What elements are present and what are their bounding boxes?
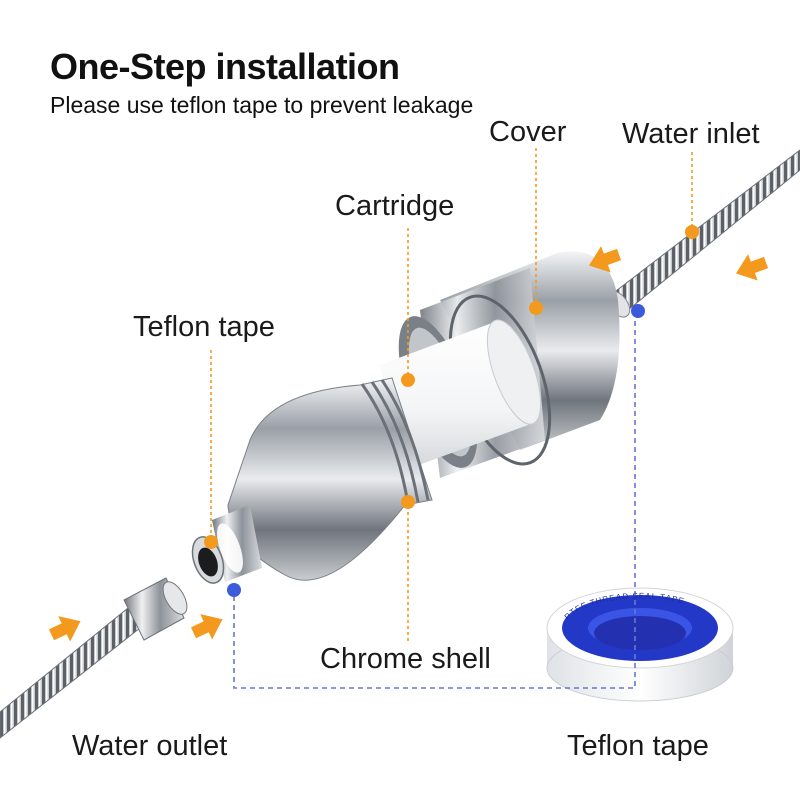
label-chrome-shell: Chrome shell — [320, 643, 491, 675]
tape-connector-line — [233, 312, 636, 689]
label-cover: Cover — [489, 116, 567, 148]
label-water-outlet: Water outlet — [72, 730, 228, 762]
leader-lines — [210, 148, 693, 642]
teflon-tape-roll — [546, 587, 734, 702]
arrow-left-icon — [735, 254, 769, 281]
page-subtitle: Please use teflon tape to prevent leakag… — [50, 92, 474, 118]
water-inlet-hose — [605, 149, 800, 318]
label-teflon-tape-bottom: Teflon tape — [567, 730, 709, 762]
cartridge-body — [380, 319, 542, 470]
arrow-right-icon — [48, 616, 81, 642]
label-cartridge: Cartridge — [335, 190, 455, 222]
label-water-inlet: Water inlet — [622, 118, 760, 150]
arrow-right-icon — [190, 614, 223, 640]
label-teflon-tape-top: Teflon tape — [133, 311, 275, 343]
markers — [204, 225, 699, 597]
water-outlet-hose — [0, 577, 188, 739]
arrow-left-icon — [588, 246, 622, 273]
page-title: One-Step installation — [50, 46, 400, 87]
chrome-shell — [191, 377, 433, 584]
